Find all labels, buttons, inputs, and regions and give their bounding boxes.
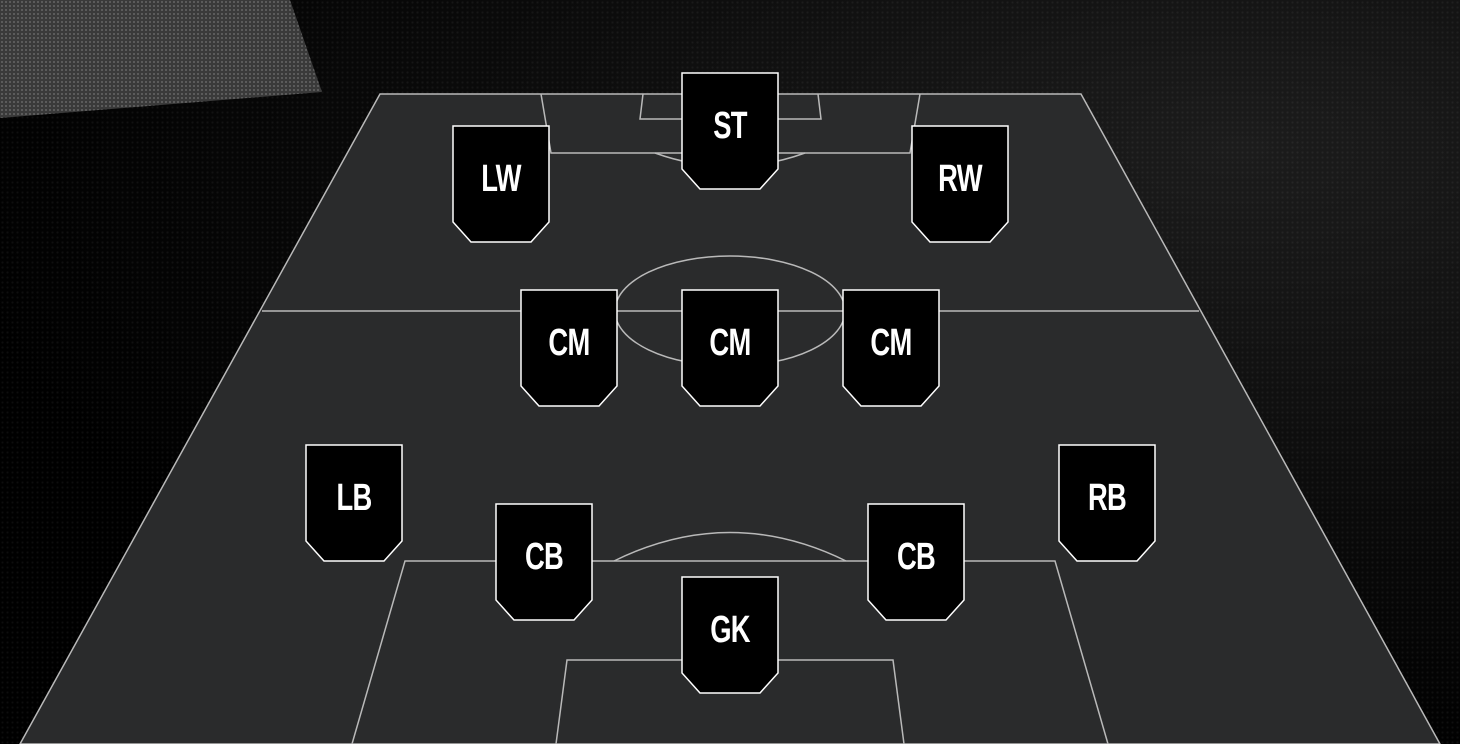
player-position-label: CB: [524, 536, 564, 578]
player-badge-rw[interactable]: RW: [911, 125, 1009, 243]
pitch-surface: [19, 93, 1441, 744]
player-position-label: GK: [710, 609, 750, 651]
player-badge-cm-right[interactable]: CM: [842, 289, 940, 407]
player-badge-cb-left[interactable]: CB: [495, 503, 593, 621]
player-position-label: RW: [938, 158, 982, 200]
player-position-label: CM: [870, 322, 912, 364]
player-badge-cm-center[interactable]: CM: [681, 289, 779, 407]
player-badge-cb-right[interactable]: CB: [867, 503, 965, 621]
player-position-label: RB: [1087, 477, 1127, 519]
player-position-label: LW: [481, 158, 521, 200]
player-position-label: ST: [713, 105, 747, 147]
player-badge-lb[interactable]: LB: [305, 444, 403, 562]
player-badge-rb[interactable]: RB: [1058, 444, 1156, 562]
player-badge-cm-left[interactable]: CM: [520, 289, 618, 407]
bottom-penalty-box: [351, 560, 1109, 744]
player-badge-gk[interactable]: GK: [681, 576, 779, 694]
player-position-label: CB: [896, 536, 936, 578]
player-position-label: CM: [709, 322, 751, 364]
bottom-penalty-arc: [613, 531, 847, 562]
player-position-label: LB: [336, 477, 372, 519]
player-badge-st[interactable]: ST: [681, 72, 779, 190]
player-badge-lw[interactable]: LW: [452, 125, 550, 243]
player-position-label: CM: [548, 322, 590, 364]
